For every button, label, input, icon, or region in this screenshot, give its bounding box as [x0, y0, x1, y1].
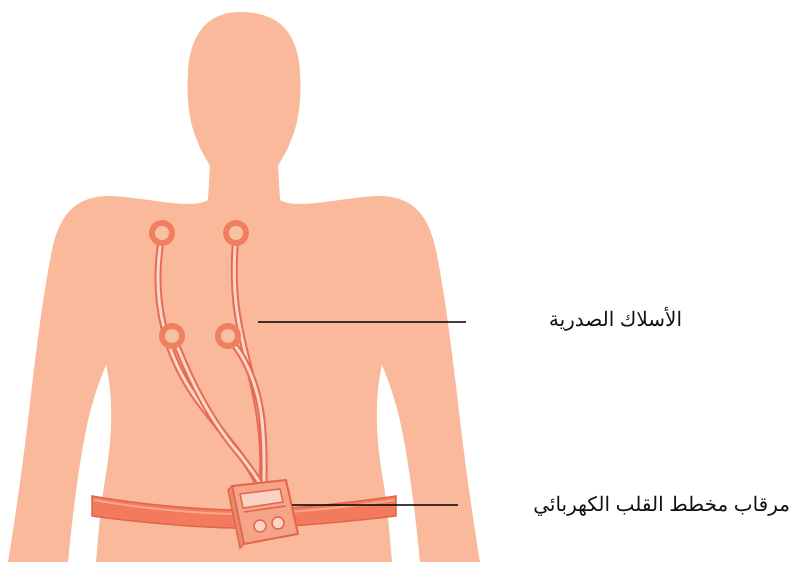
electrode-upper-left — [149, 220, 175, 246]
electrode-icon — [155, 226, 169, 240]
electrode-icon — [221, 329, 235, 343]
ecg-monitor-label: مرقاب مخطط القلب الكهربائي — [470, 493, 790, 517]
electrode-upper-right — [223, 220, 249, 246]
electrode-icon — [229, 226, 243, 240]
chest-wires-label: الأسلاك الصدرية — [482, 308, 682, 332]
electrode-lower-left — [159, 323, 185, 349]
monitor-button-left — [254, 520, 266, 532]
electrode-lower-right — [215, 323, 241, 349]
electrode-icon — [165, 329, 179, 343]
body-silhouette — [8, 12, 480, 562]
torso-shape — [8, 12, 480, 562]
monitor-button-right — [272, 517, 284, 529]
